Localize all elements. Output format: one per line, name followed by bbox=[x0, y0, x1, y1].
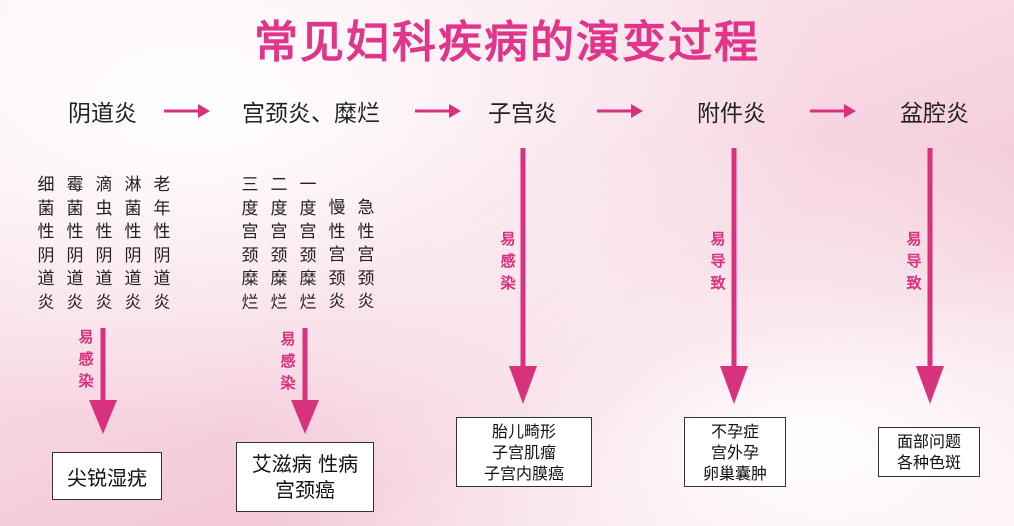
right-arrow-icon bbox=[164, 104, 210, 118]
down-arrow-icon bbox=[291, 328, 319, 434]
right-arrow-icon bbox=[597, 104, 643, 118]
vaginitis-type-fungal: 霉菌性阴道炎 bbox=[66, 175, 84, 313]
stage-adnexitis: 附件炎 bbox=[697, 101, 766, 127]
vaginitis-type-gonococcal: 淋菌性阴道炎 bbox=[124, 175, 142, 313]
vaginitis-type-senile: 老年性阴道炎 bbox=[153, 175, 171, 313]
down-arrow-icon bbox=[916, 148, 944, 404]
cervicitis-type-acute: 急性宫颈炎 bbox=[357, 198, 375, 312]
outcome-box-vaginitis: 尖锐湿疣 bbox=[52, 452, 162, 500]
outcome-box-cervicitis: 艾滋病 性病宫颈癌 bbox=[236, 442, 374, 512]
down-arrow-icon bbox=[89, 328, 117, 434]
stage-pelvic-inflammation: 盆腔炎 bbox=[900, 101, 969, 127]
down-arrow-icon bbox=[509, 148, 537, 404]
cervicitis-type-first-degree: 一度宫颈糜烂 bbox=[299, 175, 317, 313]
stage-vaginitis: 阴道炎 bbox=[68, 101, 137, 127]
right-arrow-icon bbox=[810, 104, 856, 118]
down-arrow-icon bbox=[720, 148, 748, 404]
arrow-label-pelvic: 易导致 bbox=[906, 230, 922, 292]
outcome-box-pelvic: 面部问题各种色斑 bbox=[878, 427, 980, 477]
vaginitis-type-trichomonas: 滴虫性阴道炎 bbox=[95, 175, 113, 313]
arrow-label-vaginitis: 易感染 bbox=[78, 328, 94, 390]
cervicitis-type-third-degree: 三度宫颈糜烂 bbox=[241, 175, 259, 313]
arrow-label-uterine: 易感染 bbox=[500, 230, 516, 292]
outcome-box-adnexitis: 不孕症宫外孕卵巢囊肿 bbox=[684, 417, 786, 487]
stage-uterine-inflammation: 子宫炎 bbox=[488, 101, 557, 127]
right-arrow-icon bbox=[415, 104, 461, 118]
vaginitis-type-bacterial: 细菌性阴道炎 bbox=[37, 175, 55, 313]
arrow-label-cervicitis: 易感染 bbox=[280, 330, 296, 392]
cervicitis-type-second-degree: 二度宫颈糜烂 bbox=[270, 175, 288, 313]
page-title: 常见妇科疾病的演变过程 bbox=[254, 17, 760, 68]
cervicitis-type-chronic: 慢性宫颈炎 bbox=[328, 198, 346, 312]
arrow-label-adnexitis: 易导致 bbox=[710, 230, 726, 292]
stage-cervicitis: 宫颈炎、糜烂 bbox=[242, 101, 380, 127]
outcome-box-uterine: 胎儿畸形子宫肌瘤子宫内膜癌 bbox=[456, 417, 592, 487]
